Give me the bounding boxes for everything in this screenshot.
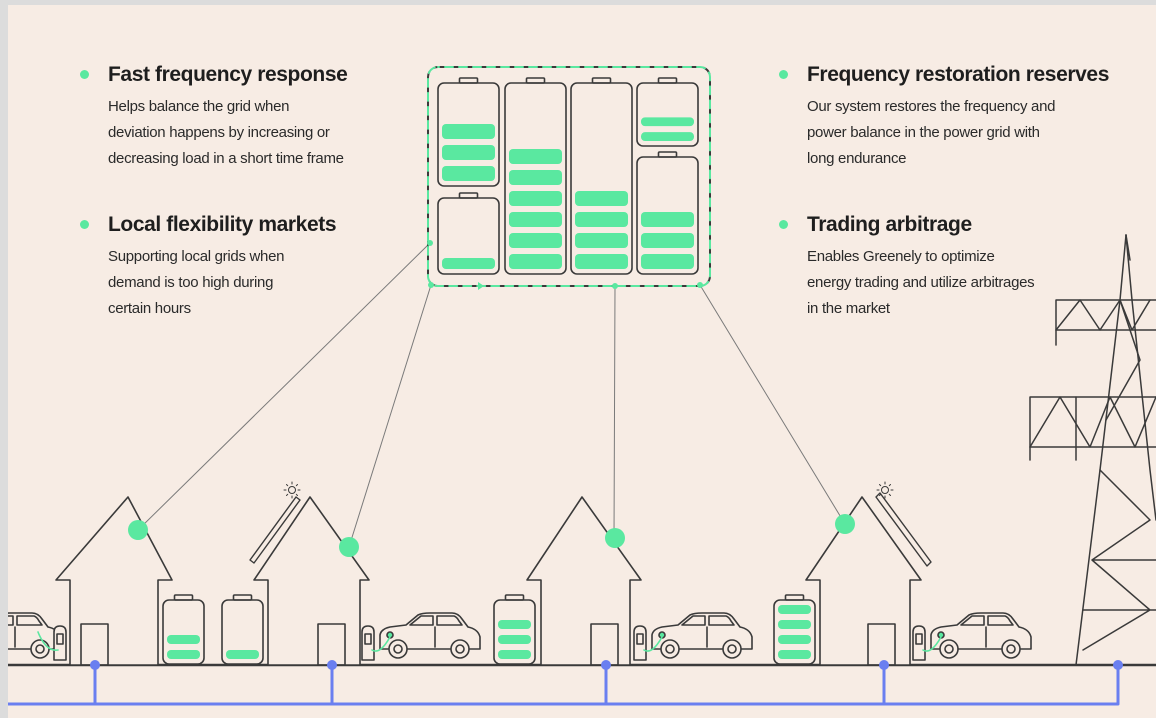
battery-icon: [504, 77, 567, 275]
connection-lines: [137, 242, 846, 548]
feature-title: Frequency restoration reserves: [807, 63, 1109, 86]
charge-level-bar: [509, 149, 562, 164]
charger-icon: [361, 625, 375, 661]
charge-level-bar: [641, 233, 694, 248]
house-icon: [805, 492, 932, 666]
charge-level-bar: [442, 124, 495, 139]
charge-level-bar: [778, 635, 811, 644]
charge-level-bar: [575, 212, 628, 227]
feature-title: Local flexibility markets: [108, 213, 337, 236]
house-icon: [526, 496, 642, 666]
feature-description: Enables Greenely to optimize energy trad…: [807, 248, 1035, 317]
charge-level-bar: [498, 620, 531, 629]
battery-icon: [493, 594, 536, 665]
house-icon: [249, 496, 370, 666]
battery-icon: [221, 594, 264, 665]
charge-level-bar: [778, 650, 811, 659]
charge-level-bar: [641, 117, 694, 127]
house-icon: [55, 496, 173, 666]
charge-level-bar: [641, 212, 694, 227]
car-icon: [930, 612, 1032, 659]
charge-level-bar: [575, 233, 628, 248]
power-pylon-icon: [1029, 234, 1156, 666]
charge-level-bar: [167, 650, 200, 659]
feature-description: Helps balance the grid when deviation ha…: [108, 98, 344, 167]
car-icon: [379, 612, 481, 659]
charger-icon: [633, 625, 647, 661]
feature-description: Our system restores the frequency and po…: [807, 98, 1056, 167]
bullet-icon: [779, 220, 788, 229]
charge-level-bar: [641, 254, 694, 269]
bullet-icon: [80, 220, 89, 229]
charge-level-bar: [778, 620, 811, 629]
sun-icon: [283, 481, 301, 499]
battery-icon: [636, 77, 699, 147]
home-batteries: [162, 594, 816, 665]
power-grid-line: [8, 660, 1123, 706]
battery-icon: [162, 594, 205, 665]
car-icon: [651, 612, 753, 659]
battery-icon: [636, 151, 699, 275]
battery-icon: [437, 192, 500, 275]
charge-level-bar: [641, 132, 694, 141]
car-icon: [8, 612, 61, 659]
battery-pack: [427, 66, 711, 290]
charge-level-bar: [442, 145, 495, 160]
charger-icon: [53, 625, 67, 661]
charger-icon: [912, 625, 926, 661]
charge-level-bar: [167, 635, 200, 644]
charge-level-bar: [575, 191, 628, 206]
sun-icon: [876, 481, 894, 499]
bullet-icon: [779, 70, 788, 79]
charge-level-bar: [498, 650, 531, 659]
feature-title: Trading arbitrage: [807, 213, 972, 236]
charge-level-bar: [226, 650, 259, 659]
battery-icon: [773, 594, 816, 665]
feature-description: Supporting local grids when demand is to…: [108, 248, 285, 317]
charge-level-bar: [509, 233, 562, 248]
battery-icon: [437, 77, 500, 187]
charge-level-bar: [442, 166, 495, 181]
charge-level-bar: [498, 635, 531, 644]
charge-level-bar: [575, 254, 628, 269]
charge-level-bar: [509, 191, 562, 206]
grid-scene: [8, 66, 1156, 706]
charge-level-bar: [778, 605, 811, 614]
illustration-canvas: Fast frequency response Helps balance th…: [8, 5, 1156, 718]
charge-level-bar: [509, 254, 562, 269]
battery-icon: [570, 77, 633, 275]
bullet-icon: [80, 70, 89, 79]
feature-title: Fast frequency response: [108, 63, 348, 86]
charge-level-bar: [509, 212, 562, 227]
charge-level-bar: [509, 170, 562, 185]
charge-level-bar: [442, 258, 495, 269]
